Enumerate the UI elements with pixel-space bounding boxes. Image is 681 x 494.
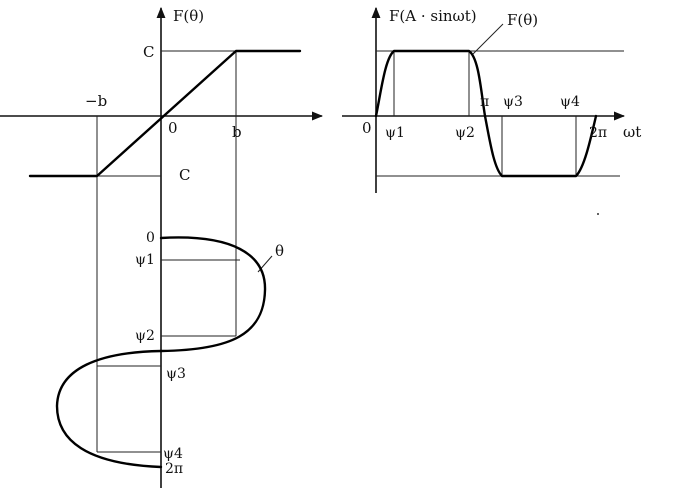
output-y-label: F(A · sinωt) <box>389 7 477 25</box>
input-tick-psi2: ψ2 <box>135 328 155 344</box>
saturation-curve <box>28 49 302 178</box>
output-tick-psi1: ψ1 <box>385 125 405 141</box>
output-tick-pi: π <box>480 94 489 110</box>
input-tick-2pi: 2π <box>165 461 183 477</box>
output-tick-psi3: ψ3 <box>503 94 523 110</box>
input-tick-psi1: ψ1 <box>135 252 155 268</box>
level-c-bottom-label: C <box>179 166 190 184</box>
pos-b-label: b <box>232 123 242 141</box>
input-sine-curve <box>55 236 267 469</box>
output-tick-psi4: ψ4 <box>560 94 580 110</box>
output-waveform <box>374 49 598 178</box>
neg-b-label: −b <box>85 92 107 110</box>
output-plot: F(A · sinωt) F(θ) 0 ωt ψ1 ψ2 π ψ3 ψ4 2π <box>342 6 641 215</box>
output-x-label: ωt <box>623 123 641 141</box>
output-origin-label: 0 <box>362 119 372 137</box>
output-tick-psi2: ψ2 <box>455 125 475 141</box>
input-plot: θ 0 ψ1 ψ2 ψ3 ψ4 2π <box>55 230 284 477</box>
output-curve-label: F(θ) <box>507 11 538 29</box>
input-tick-0: 0 <box>146 230 155 246</box>
curve-label-leader <box>472 23 504 55</box>
stray-dot <box>597 213 599 215</box>
level-c-top-label: C <box>143 43 154 61</box>
saturation-y-label: F(θ) <box>173 7 204 25</box>
saturation-plot: F(θ) C C −b 0 b <box>0 6 324 488</box>
saturation-origin-label: 0 <box>168 119 178 137</box>
input-tick-psi3: ψ3 <box>166 366 186 382</box>
input-tick-psi4: ψ4 <box>163 446 183 462</box>
output-tick-2pi: 2π <box>589 125 607 141</box>
input-curve-label: θ <box>275 242 284 260</box>
